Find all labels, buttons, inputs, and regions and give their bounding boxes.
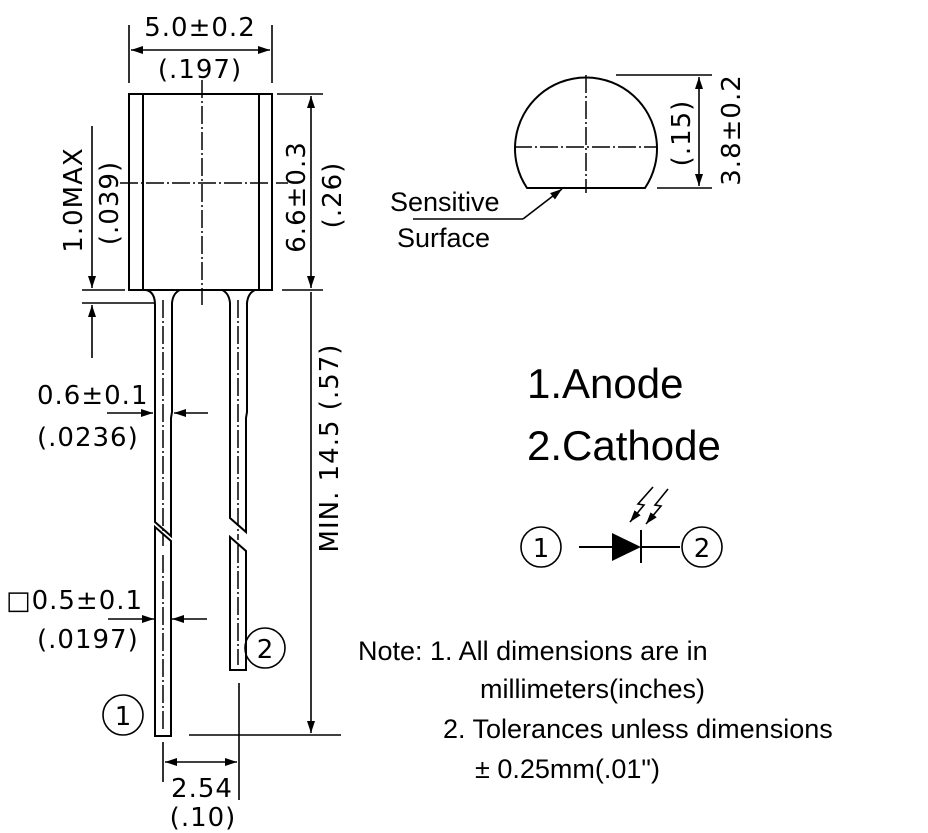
symbol-pin-2: 2 [694,534,711,564]
svg-text:1: 1 [115,702,132,732]
notes: Note: 1. All dimensions are in millimete… [358,636,833,784]
lead-width-top-label: 0.6±0.1 [37,381,148,411]
lead-2 [221,289,256,671]
dimension-body-height: 6.6±0.3 (.26) [277,93,348,291]
dimension-lead-width: □0.5±0.1 (.0197) [6,586,207,655]
lead-width-label: □0.5±0.1 [6,586,143,616]
lead-width-top-inch-label: (.0236) [37,423,139,453]
sensitive-surface-callout: Sensitive Surface [390,187,563,253]
dimension-lead-length: MIN. 14.5 (.57) [189,292,345,736]
dimension-standoff: 1.0MAX (.039) [59,126,155,358]
light-arrow-icon [629,486,654,523]
dimension-lead-width-top: 0.6±0.1 (.0236) [37,381,208,453]
photodiode-symbol: 1 2 [520,486,723,568]
anode-label: 1.Anode [527,360,683,407]
light-arrow-icon [645,488,669,525]
body-height-inch-label: (.26) [318,162,348,229]
dimension-lead-pitch: 2.54 (.10) [162,683,240,833]
dome-height-inch-label: (.15) [667,100,697,167]
lead-length-label: MIN. 14.5 (.57) [315,344,345,553]
lead-1 [145,289,181,737]
lead-width-inch-label: (.0197) [37,625,139,655]
standoff-inch-label: (.039) [95,161,125,245]
cathode-label: 2.Cathode [527,422,721,469]
note-line-2: millimeters(inches) [480,674,705,704]
lens-top-view: (.15) 3.8±0.2 [514,74,747,193]
sensitive-label: Sensitive [390,187,500,217]
surface-label: Surface [397,223,490,253]
dome-height-label: 3.8±0.2 [717,74,747,185]
body-width-inch-label: (.197) [158,55,242,85]
note-line-1: Note: 1. All dimensions are in [358,636,708,666]
dimension-body-width: 5.0±0.2 (.197) [128,13,273,85]
pin-1-marker: 1 [102,694,144,736]
body-width-label: 5.0±0.2 [144,13,255,43]
lead-pitch-label: 2.54 [171,774,233,804]
package-body [120,80,288,305]
body-height-label: 6.6±0.3 [282,141,312,252]
diode-triangle [612,533,641,561]
standoff-label: 1.0MAX [59,147,89,252]
note-line-4: ± 0.25mm(.01") [475,754,660,784]
svg-text:2: 2 [257,635,274,665]
symbol-pin-1: 1 [533,534,550,564]
pin-2-marker: 2 [244,627,286,669]
lead-pitch-inch-label: (.10) [170,803,237,833]
note-line-3: 2. Tolerances unless dimensions [443,714,833,744]
